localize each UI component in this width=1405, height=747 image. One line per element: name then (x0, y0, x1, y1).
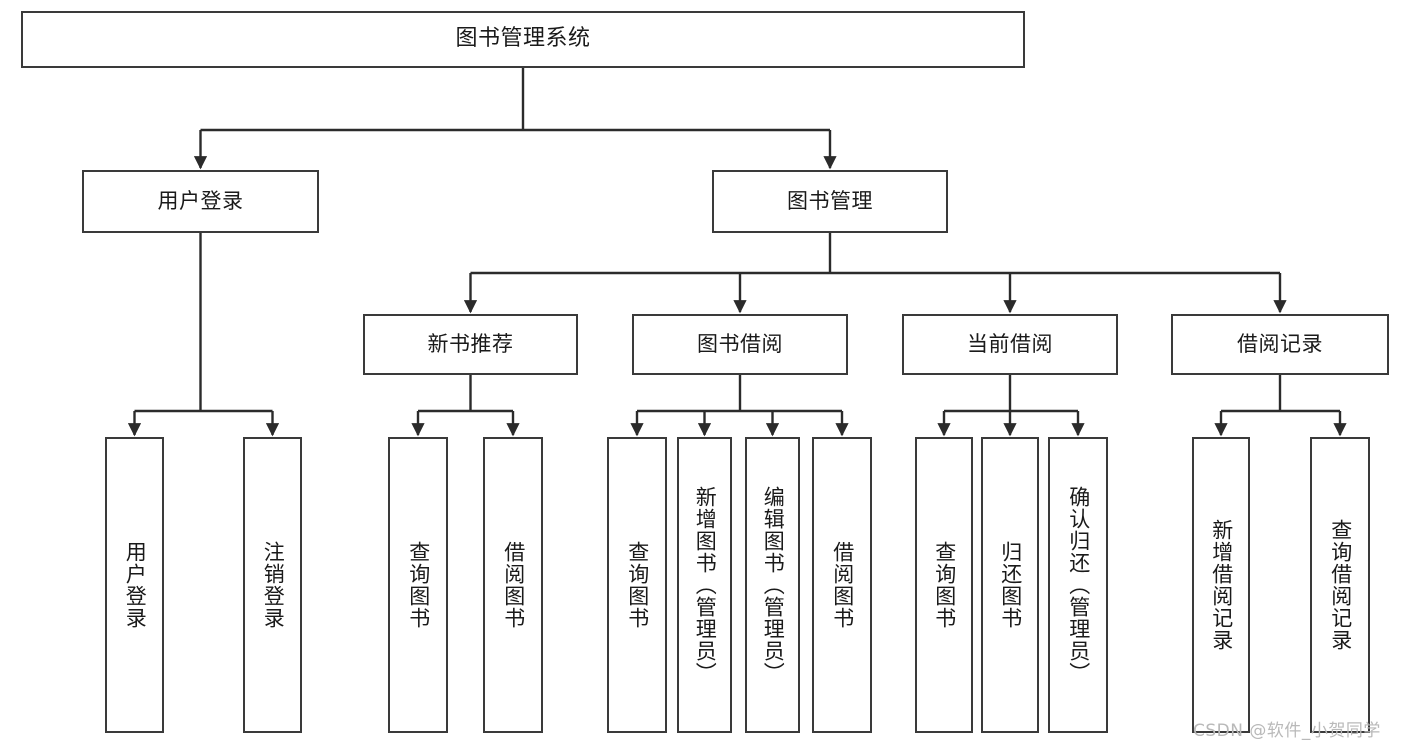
node-label: 新增图书（管理员） (693, 486, 718, 684)
node-leaf-query-record[interactable]: 查询借阅记录 (1310, 437, 1370, 733)
node-leaf-query-book-cb[interactable]: 查询图书 (915, 437, 973, 733)
node-label: 用户登录 (123, 541, 148, 629)
node-label: 当前借阅 (967, 331, 1053, 356)
node-leaf-add-record[interactable]: 新增借阅记录 (1192, 437, 1250, 733)
node-leaf-user-login[interactable]: 用户登录 (105, 437, 164, 733)
node-label: 图书管理 (787, 188, 873, 213)
node-leaf-logout[interactable]: 注销登录 (243, 437, 302, 733)
node-leaf-edit-book[interactable]: 编辑图书（管理员） (745, 437, 800, 733)
node-label: 借阅图书 (830, 541, 855, 629)
node-borrow-record[interactable]: 借阅记录 (1171, 314, 1389, 375)
node-leaf-confirm-return[interactable]: 确认归还（管理员） (1048, 437, 1108, 733)
node-label: 注销登录 (261, 541, 286, 629)
node-label: 归还图书 (998, 541, 1023, 629)
node-label: 查询图书 (625, 541, 650, 629)
node-book-borrow[interactable]: 图书借阅 (632, 314, 848, 375)
node-leaf-add-book[interactable]: 新增图书（管理员） (677, 437, 732, 733)
node-label: 借阅图书 (501, 541, 526, 629)
node-book-manage[interactable]: 图书管理 (712, 170, 948, 233)
node-user-login[interactable]: 用户登录 (82, 170, 319, 233)
node-root[interactable]: 图书管理系统 (21, 11, 1025, 68)
node-label: 新书推荐 (427, 331, 514, 356)
node-current-borrow[interactable]: 当前借阅 (902, 314, 1118, 375)
node-label: 编辑图书（管理员） (761, 486, 786, 684)
node-leaf-borrow-book-rec[interactable]: 借阅图书 (483, 437, 543, 733)
node-label: 图书管理系统 (455, 26, 591, 52)
node-new-book-rec[interactable]: 新书推荐 (363, 314, 578, 375)
node-leaf-return-book[interactable]: 归还图书 (981, 437, 1039, 733)
node-label: 图书借阅 (697, 331, 783, 356)
node-label: 查询图书 (406, 541, 431, 629)
node-leaf-query-book-bb[interactable]: 查询图书 (607, 437, 667, 733)
node-label: 新增借阅记录 (1209, 519, 1234, 651)
node-label: 查询图书 (932, 541, 957, 629)
node-label: 查询借阅记录 (1328, 519, 1353, 651)
node-leaf-borrow-book-bb[interactable]: 借阅图书 (812, 437, 872, 733)
node-label: 借阅记录 (1237, 331, 1323, 356)
node-label: 确认归还（管理员） (1066, 486, 1091, 684)
node-leaf-query-book-rec[interactable]: 查询图书 (388, 437, 448, 733)
node-label: 用户登录 (157, 188, 244, 213)
